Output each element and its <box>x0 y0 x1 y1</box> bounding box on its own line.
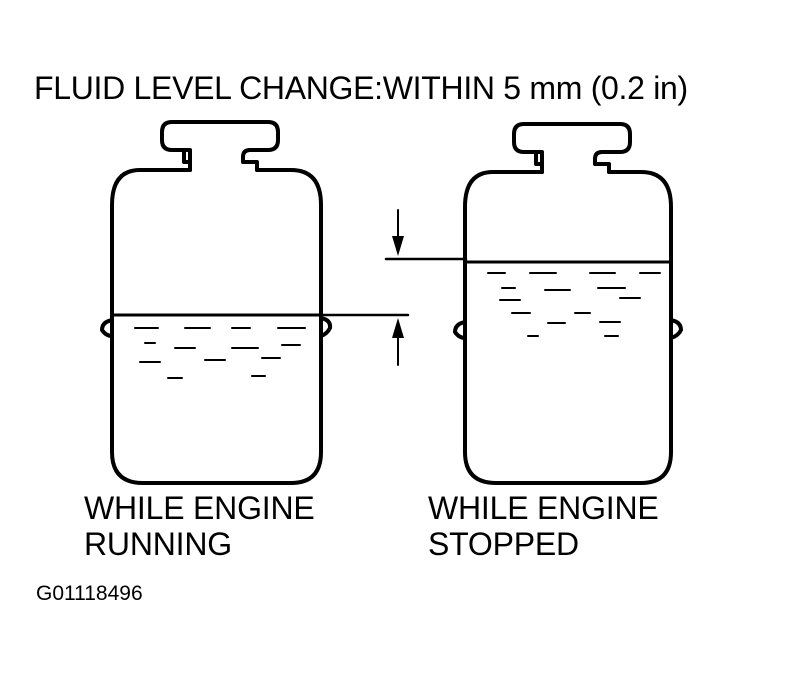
reservoir-running-fluid-marks <box>134 327 306 379</box>
caption-stopped: WHILE ENGINE STOPPED <box>428 490 659 562</box>
reservoir-stopped-neck <box>526 150 544 174</box>
reservoir-stopped-left-tab <box>453 320 467 340</box>
reservoir-running-right-tab <box>319 316 333 338</box>
reservoir-stopped <box>453 122 683 485</box>
figure-code: G01118496 <box>36 582 143 605</box>
reservoir-stopped-body <box>463 170 673 485</box>
reservoir-stopped-cap <box>512 122 632 174</box>
reservoir-stopped-fluid-marks <box>487 272 661 337</box>
reservoir-running-body <box>110 168 323 485</box>
reservoir-running-cap <box>160 120 280 172</box>
up-arrow-head-icon <box>392 318 404 338</box>
reservoir-stopped-right-tab <box>669 318 683 340</box>
caption-running: WHILE ENGINE RUNNING <box>84 490 315 562</box>
reservoir-running-left-tab <box>100 318 114 338</box>
caption-stopped-line1: WHILE ENGINE <box>428 490 659 526</box>
caption-running-line2: RUNNING <box>84 526 232 562</box>
down-arrow-head-icon <box>392 236 404 256</box>
reservoir-running <box>100 120 333 485</box>
caption-stopped-line2: STOPPED <box>428 526 579 562</box>
diagram-title: FLUID LEVEL CHANGE:WITHIN 5 mm (0.2 in) <box>34 70 688 106</box>
reservoir-running-neck <box>174 148 192 172</box>
caption-running-line1: WHILE ENGINE <box>84 490 315 526</box>
